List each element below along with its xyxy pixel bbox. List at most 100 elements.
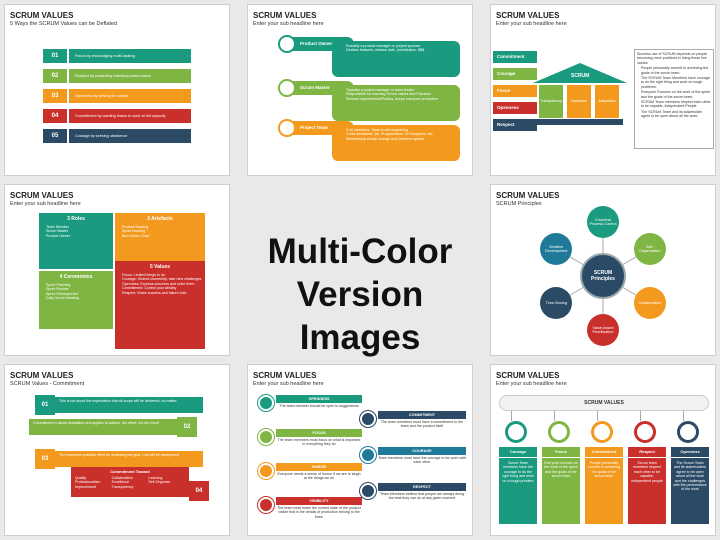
column-connector (511, 411, 512, 421)
column-name: Respect (628, 447, 666, 457)
step-number: 01 (35, 395, 55, 415)
box-item: Burn Down Chart (122, 233, 150, 238)
value-icon (258, 463, 274, 479)
note-point: People personally commit to achieving th… (641, 66, 709, 75)
column-name: Commitment (585, 447, 623, 457)
principle-node: Time-Boxing (540, 287, 573, 319)
box-heading: 3 Artefacts (147, 216, 173, 222)
values-note: Success use of SCRUM depends on people b… (634, 49, 714, 149)
box-item: Commitment: Control your destiny (122, 286, 177, 291)
step-number: 04 (189, 481, 209, 501)
slide-title: SCRUM VALUES (496, 191, 560, 200)
principle-node: Value-based Prioritization (587, 314, 619, 346)
role-point: Membership should change only between sp… (346, 136, 424, 141)
slide-title: SCRUM VALUES (10, 11, 74, 20)
pillar: Transparency (539, 85, 563, 118)
value-label: HUMOR (276, 463, 362, 471)
role-point: Typically a project manager or team lead… (346, 88, 414, 92)
slide-thumbnail-values-columns[interactable]: SCRUM VALUES Enter your sub headline her… (490, 364, 716, 536)
column-connector (554, 411, 555, 421)
slide-thumbnail-pillars[interactable]: SCRUM VALUES Enter your sub headline her… (490, 4, 716, 176)
box-item: Scrum Master (46, 229, 69, 234)
principle-node: Self-Organization (633, 233, 666, 265)
toward-heading: Commitment Toward (110, 469, 150, 474)
column-name: Courage (499, 447, 537, 457)
step-number: 02 (177, 417, 197, 437)
step-number: 03 (35, 449, 55, 469)
column-icon (505, 421, 527, 443)
row-number: 01 (43, 49, 67, 63)
values-banner: SCRUM VALUES (499, 395, 709, 411)
slide-thumbnail-roles[interactable]: SCRUM VALUES Enter your sub headline her… (247, 4, 473, 176)
value-tag: Focus (493, 85, 537, 97)
column-text: The Scrum Team and its stakeholders agre… (671, 458, 709, 524)
value-icon (258, 395, 274, 411)
box-item: Focus: Limited things to do (122, 273, 165, 277)
value-tag: Respect (493, 119, 537, 131)
value-label: RESPECT (378, 483, 466, 491)
pillar: Inspection (567, 85, 591, 118)
column-connector (683, 411, 684, 421)
value-icon (258, 429, 274, 445)
role-point: Decides features, release date, prioriti… (346, 48, 425, 53)
column-icon (548, 421, 570, 443)
role-icon (278, 79, 296, 97)
box-heading: 4 Ceremonies (59, 274, 93, 280)
slide-thumbnail-principles[interactable]: SCRUM VALUES SCRUM Principles SCRUM Prin… (490, 184, 716, 356)
slide-thumbnail-deflated[interactable]: SCRUM VALUES 5 Ways the SCRUM Values can… (4, 4, 230, 176)
role-icon (278, 35, 296, 53)
note-intro: Success use of SCRUM depends on people b… (637, 52, 708, 65)
box-item: Sprint Review (46, 287, 69, 292)
role-icon (278, 119, 296, 137)
value-icon (360, 447, 376, 463)
center-heading-line1: Multi-Color (267, 232, 453, 271)
column-text: People personally commit to achieving th… (585, 458, 623, 524)
box-item: Sprint Retrospective (46, 291, 79, 296)
pillar: Adaptation (595, 85, 619, 118)
toward-item: Self-Organize (148, 480, 171, 485)
toward-item: Transparency (111, 484, 134, 489)
slide-thumbnail-commitment[interactable]: SCRUM VALUES SCRUM Values - Commitment 0… (4, 364, 230, 536)
temple-title: SCRUM (571, 73, 590, 79)
principles-hub: SCRUM Principles (580, 253, 626, 299)
column-text: Scrum Team members have the courage to d… (499, 458, 537, 524)
principle-node: Collaboration (633, 287, 666, 319)
toward-item: Improvement (75, 484, 96, 489)
slide-subtitle: Enter your sub headline here (496, 21, 567, 27)
toward-item: Collaboration (111, 476, 133, 480)
value-label: FOCUS (276, 429, 362, 437)
role-details: Typically a project manager or team lead… (332, 85, 460, 121)
note-point: The SCRUM Team and its stakeholder agree… (641, 109, 703, 119)
row-text: Commitment by wanting teams to work at f… (69, 109, 191, 123)
box-item: Courage: Shared ownership; take new chal… (122, 277, 202, 282)
row-number: 04 (43, 109, 67, 123)
principle-node: Empirical Process Control (587, 206, 619, 238)
slide-title: SCRUM VALUES (253, 371, 317, 380)
role-details: Possibly a product manager or project sp… (332, 41, 460, 77)
slide-thumbnail-framework[interactable]: SCRUM VALUES Enter your sub headline her… (4, 184, 230, 356)
value-text: The team must make the current state of … (277, 506, 361, 519)
value-label: COMMITMENT (378, 411, 466, 419)
slide-thumbnail-extended-values[interactable]: SCRUM VALUES Enter your sub headline her… (247, 364, 473, 536)
column-name: Openness (671, 447, 709, 457)
temple-base (537, 119, 623, 125)
temple-roof (533, 63, 627, 83)
toward-item: Excellence (111, 480, 130, 485)
value-text: The team member should be open to sugges… (279, 404, 359, 408)
role-point: Remove impediments/Politics, keeps every… (346, 96, 439, 101)
column-name: Focus (542, 447, 580, 457)
slide-title: SCRUM VALUES (496, 11, 560, 20)
value-icon (360, 483, 376, 499)
box-item: Sprint Planning (46, 283, 71, 287)
step-text: Commitment is about dedication and appli… (29, 419, 177, 435)
box-item: Daily Scrum Meeting (46, 296, 80, 301)
box-item: Sprint Backlog (122, 229, 146, 234)
toward-item: Quality (75, 476, 87, 480)
box-item: Product Owner (46, 233, 70, 238)
column-icon (591, 421, 613, 443)
value-tag: Courage (493, 68, 537, 80)
